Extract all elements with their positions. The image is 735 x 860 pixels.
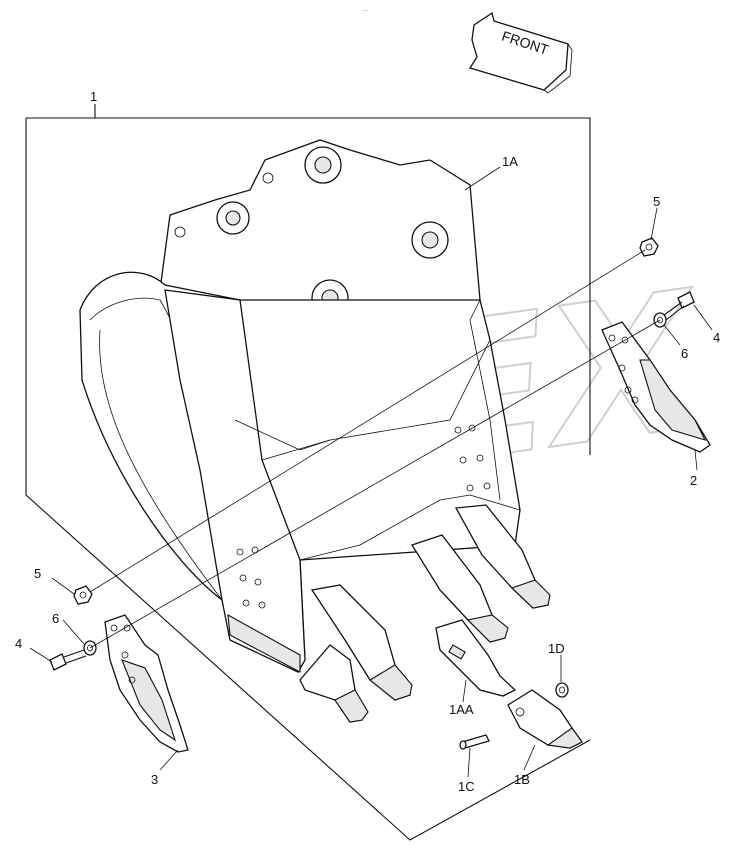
guide-lines [89,249,661,649]
adapter-1AA [435,619,517,697]
leader-lines [29,166,713,778]
callout-1D: 1D [548,641,565,656]
top-mark: ··· [362,8,368,14]
callout-1B: 1B [514,772,530,787]
nut-left [73,585,93,605]
bucket-body [79,139,521,673]
callout-5-left: 5 [34,566,41,581]
pin-1C [459,734,490,750]
callout-6-left: 6 [52,611,59,626]
callout-4-left: 4 [15,636,22,651]
callout-1: 1 [90,89,97,104]
tooth-1 [299,644,369,723]
nut-right [639,237,659,257]
assembly-boundary: 1 [25,89,591,841]
retainer-1D [555,682,569,698]
tooth-4 [454,504,551,609]
callout-3: 3 [151,772,158,787]
tooth-tip-1B [507,689,583,749]
callout-2: 2 [690,473,697,488]
tooth-3 [411,534,509,643]
bolt-left [49,649,87,671]
callout-6-right: 6 [681,346,688,361]
callout-5-right: 5 [653,194,660,209]
bolt-right [663,291,695,321]
callout-1A: 1A [502,154,518,169]
tooth-2 [310,584,413,701]
front-arrow: FRONT [468,11,573,94]
bucket-teeth [299,504,551,723]
side-cutter-left [104,614,189,753]
side-cutter-right [601,321,711,453]
callout-1C: 1C [458,779,475,794]
callout-4-right: 4 [713,330,720,345]
callout-1AA: 1AA [449,702,474,717]
